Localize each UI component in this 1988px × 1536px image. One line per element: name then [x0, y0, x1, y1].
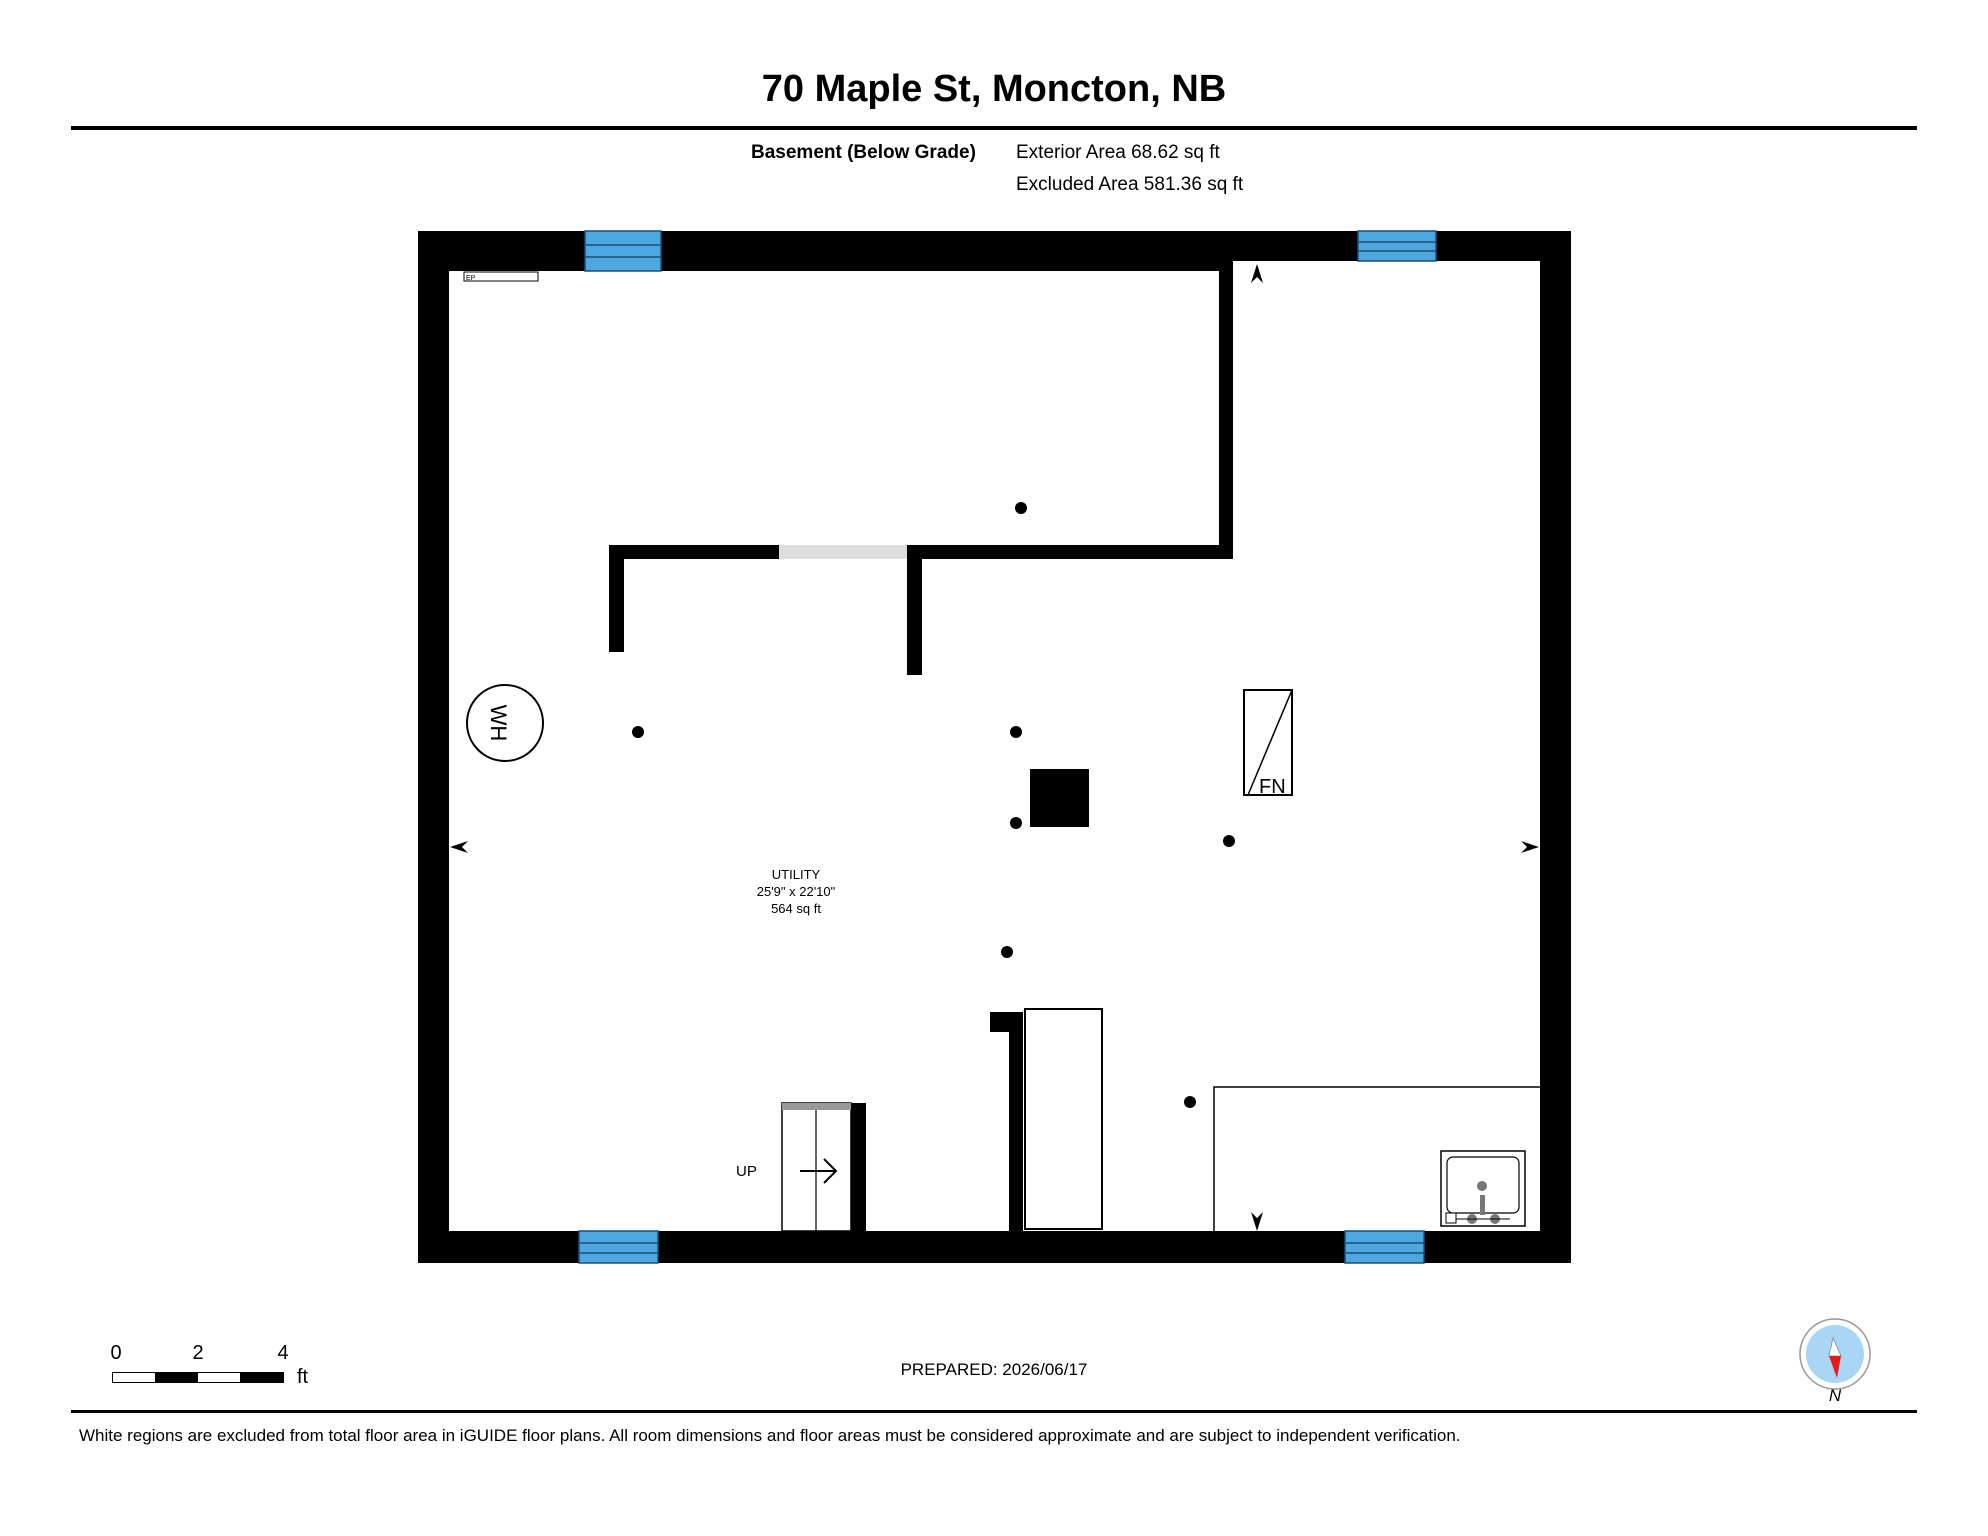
wall-west [418, 231, 449, 1263]
post [1010, 726, 1022, 738]
wall-east [1540, 231, 1571, 1263]
window-north-left [584, 230, 662, 272]
svg-text:UP: UP [736, 1163, 757, 1180]
sink [1440, 1150, 1526, 1227]
electrical-panel: EP [463, 271, 539, 282]
room-area: 564 sq ft [771, 901, 821, 916]
exterior-area: Exterior Area 68.62 sq ft [1016, 142, 1220, 163]
post [1015, 502, 1027, 514]
wall-stair-side [1009, 1012, 1023, 1232]
scale-tick-label: 4 [277, 1342, 289, 1364]
room-name: UTILITY [772, 867, 821, 882]
prepared-date: PREPARED: 2026/06/17 [900, 1360, 1088, 1379]
wall-closet-south-left [609, 545, 779, 559]
interior-walls [609, 261, 1233, 1232]
scale-unit: ft [297, 1366, 309, 1388]
scale-tick-label: 0 [110, 1342, 122, 1364]
window-south-right [1344, 1230, 1425, 1264]
marker-east [1521, 841, 1539, 853]
window-south-left [578, 1230, 659, 1264]
compass-north-label: N [1828, 1386, 1842, 1405]
water-heater: WH [466, 684, 544, 762]
post [632, 726, 644, 738]
laundry-area-outline [1213, 1086, 1540, 1231]
scale-bar-track [112, 1372, 284, 1383]
furnace: FN [1243, 689, 1293, 798]
floor-name: Basement (Below Grade) [751, 142, 976, 163]
page-title: 70 Maple St, Moncton, NB [761, 68, 1227, 110]
disclaimer: White regions are excluded from total fl… [79, 1426, 1461, 1445]
post [1184, 1096, 1196, 1108]
cabinet [1024, 1008, 1103, 1230]
room-label-utility: UTILITY 25'9" x 22'10" 564 sq ft [757, 867, 836, 916]
svg-text:EP: EP [466, 275, 476, 282]
svg-text:FN: FN [1259, 776, 1286, 798]
wall-stub-left [609, 545, 624, 652]
scale-tick-label: 2 [192, 1342, 204, 1364]
wall-closet-south-right [907, 545, 1233, 559]
wall-stair-cap [990, 1012, 1015, 1032]
footer-divider [71, 1410, 1917, 1413]
exterior-walls [418, 231, 1571, 1263]
wall-stair-rail [851, 1103, 866, 1231]
wall-stub-right [907, 545, 922, 675]
marker-south [1251, 1212, 1263, 1231]
chimney [1030, 769, 1089, 827]
marker-west [450, 841, 468, 853]
compass-icon [1799, 1318, 1871, 1390]
post [1223, 835, 1235, 847]
windows [578, 230, 1437, 1264]
svg-text:WH: WH [486, 705, 511, 742]
window-north-right [1357, 230, 1437, 262]
post [1001, 946, 1013, 958]
excluded-area: Excluded Area 581.36 sq ft [1016, 174, 1244, 195]
post [1010, 817, 1022, 829]
header-divider [71, 126, 1917, 130]
scale-bar: 0 2 4 ft [100, 1342, 330, 1392]
support-posts [632, 502, 1235, 1108]
wall-closet-east [1219, 261, 1233, 559]
marker-north [1251, 264, 1263, 283]
wall-north-left [418, 231, 1233, 271]
section-markers [450, 264, 1539, 1231]
doorway-opening [779, 545, 907, 559]
room-dimensions: 25'9" x 22'10" [757, 884, 836, 899]
stairs: UP [736, 1102, 852, 1232]
compass [1797, 1316, 1873, 1416]
